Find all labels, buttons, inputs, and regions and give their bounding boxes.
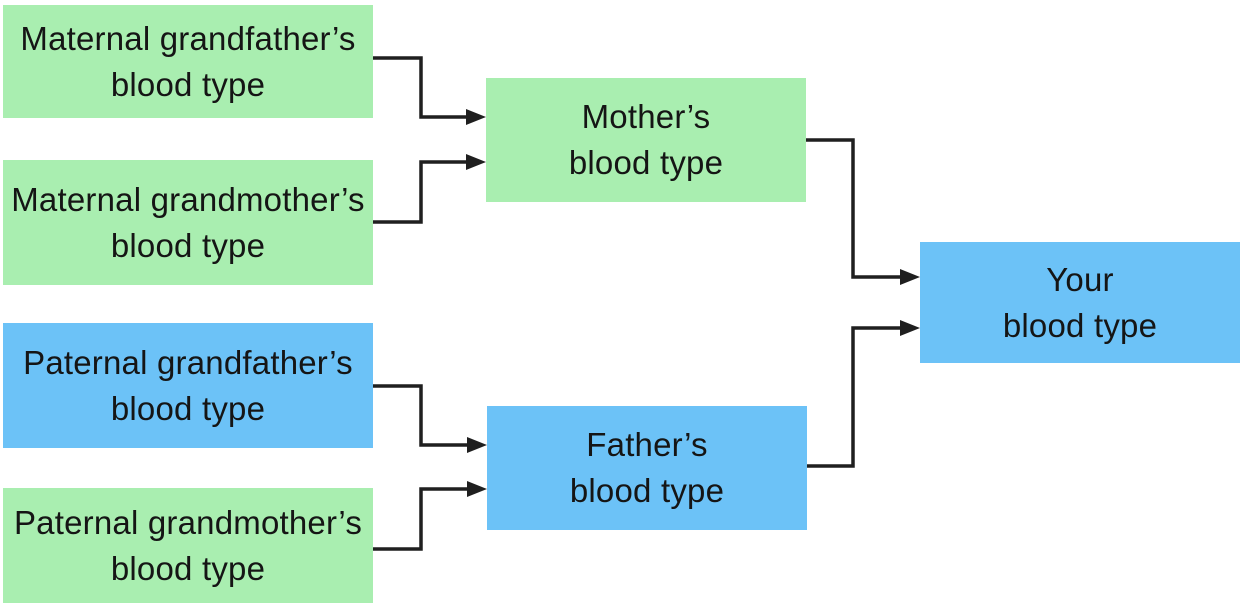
node-label-line1: Maternal grandfather’s — [20, 19, 356, 57]
connector-maternal-grandfather-to-mother — [373, 56, 486, 125]
node-label-line1: Maternal grandmother’s — [11, 180, 365, 218]
node-label-line2: blood type — [569, 472, 725, 509]
node-label-line2: blood type — [110, 65, 266, 103]
connector-father-to-you — [807, 320, 920, 468]
connector-mother-to-you — [806, 138, 920, 285]
node-label: Father’s blood type — [487, 422, 807, 514]
node-maternal-grandmother-blood-type: Maternal grandmother’s blood type — [3, 160, 373, 285]
node-label: Your blood type — [920, 257, 1240, 349]
node-mother-blood-type: Mother’s blood type — [486, 78, 806, 202]
node-label: Maternal grandfather’s blood type — [3, 16, 373, 108]
node-label: Maternal grandmother’s blood type — [3, 177, 373, 269]
node-label-line2: blood type — [1002, 306, 1158, 344]
node-father-blood-type: Father’s blood type — [487, 406, 807, 530]
node-label-line1: Mother’s — [581, 98, 711, 135]
node-label-line1: Your — [1046, 260, 1114, 298]
node-paternal-grandmother-blood-type: Paternal grandmother’s blood type — [3, 488, 373, 603]
node-label-line2: blood type — [568, 144, 724, 181]
node-label: Mother’s blood type — [486, 94, 806, 186]
node-label: Paternal grandfather’s blood type — [3, 340, 373, 432]
node-label-line1: Father’s — [586, 426, 708, 463]
connector-maternal-grandmother-to-mother — [373, 154, 486, 224]
connector-paternal-grandmother-to-father — [373, 481, 487, 551]
node-label-line2: blood type — [110, 389, 266, 427]
node-maternal-grandfather-blood-type: Maternal grandfather’s blood type — [3, 5, 373, 118]
node-your-blood-type: Your blood type — [920, 242, 1240, 363]
node-label-line1: Paternal grandfather’s — [23, 343, 353, 381]
node-label-line1: Paternal grandmother’s — [13, 503, 363, 541]
connector-paternal-grandfather-to-father — [373, 384, 487, 453]
node-label-line2: blood type — [110, 226, 266, 264]
node-label: Paternal grandmother’s blood type — [3, 500, 373, 592]
node-paternal-grandfather-blood-type: Paternal grandfather’s blood type — [3, 323, 373, 448]
node-label-line2: blood type — [110, 549, 266, 587]
